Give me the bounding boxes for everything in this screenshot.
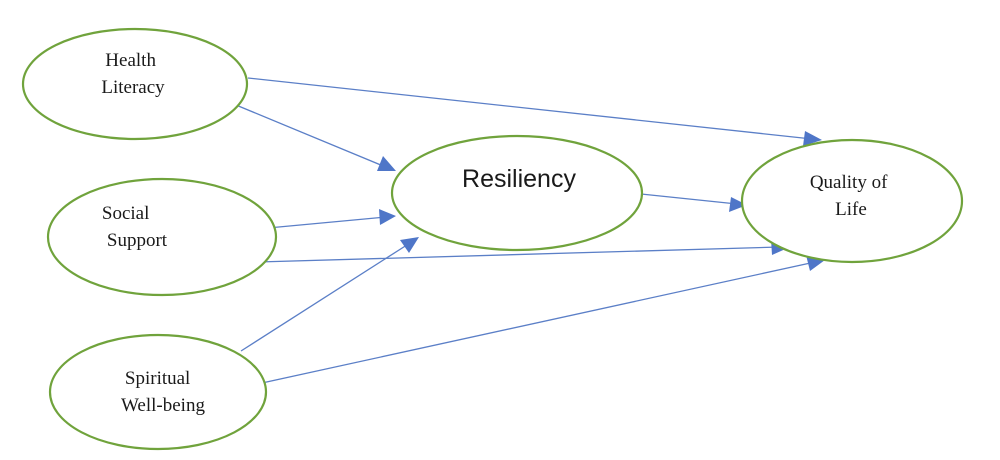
node-label: Quality of Life (810, 172, 892, 220)
arrow-head-icon (400, 237, 419, 253)
node-label: Spiritual Well-being (121, 368, 205, 416)
arrow-head-icon (377, 156, 396, 171)
node-label: Resiliency (462, 165, 576, 193)
node-ellipse (390, 134, 644, 252)
node-resiliency: Resiliency (390, 134, 644, 252)
edge-line (247, 77, 813, 140)
edge-spiritual-wellbeing-to-quality-of-life (261, 255, 825, 384)
node-label-line-1: Resiliency (462, 165, 576, 193)
edge-line (235, 104, 389, 169)
node-label-line-1: Health (105, 50, 156, 71)
node-label-line-1: Social (102, 203, 150, 224)
arrow-head-icon (803, 131, 822, 146)
edge-spiritual-wellbeing-to-resiliency (240, 237, 419, 352)
node-ellipse (46, 177, 278, 297)
arrow-head-icon (379, 209, 396, 225)
edge-line (267, 216, 387, 229)
edge-line (640, 193, 738, 205)
node-ellipse (48, 333, 268, 451)
node-spiritual-wellbeing: Spiritual Well-being (48, 333, 268, 451)
node-ellipse (740, 138, 964, 264)
node-quality-of-life: Quality of Life (740, 138, 964, 264)
node-label-line-2: Life (835, 199, 867, 220)
node-label: Health Literacy (101, 50, 165, 98)
node-label-line-2: Support (107, 230, 168, 251)
edge-health-literacy-to-resiliency (235, 104, 396, 171)
node-health-literacy: Health Literacy (21, 27, 249, 141)
node-label-line-1: Quality of (810, 172, 888, 193)
node-label-line-1: Spiritual (125, 368, 190, 389)
edge-health-literacy-to-quality-of-life (247, 77, 822, 146)
edges (235, 77, 825, 384)
edge-line (240, 242, 411, 352)
node-social-support: Social Support (46, 177, 278, 297)
edge-social-support-to-resiliency (267, 209, 396, 229)
node-label-line-2: Literacy (101, 77, 165, 98)
node-label-line-2: Well-being (121, 395, 205, 416)
edge-line (257, 246, 781, 263)
edge-line (261, 261, 816, 384)
node-ellipse (21, 27, 249, 141)
arrow-head-icon (729, 197, 747, 212)
edge-resiliency-to-quality-of-life (640, 193, 747, 212)
node-label: Social Support (102, 203, 168, 251)
